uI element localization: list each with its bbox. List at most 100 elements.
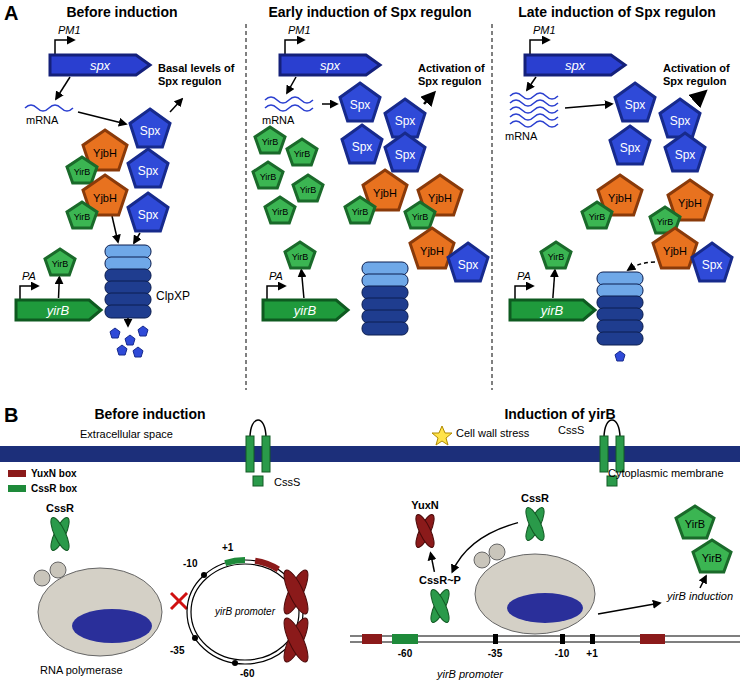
shape-fill bbox=[285, 242, 315, 268]
mrna-strand bbox=[265, 105, 313, 111]
connector bbox=[431, 553, 435, 572]
kinase-domain bbox=[253, 476, 263, 486]
yuxN-monomer bbox=[280, 615, 313, 664]
shape-label: YirB bbox=[52, 260, 69, 269]
clpxp-ring bbox=[105, 293, 151, 306]
shape-fill bbox=[676, 506, 714, 538]
shape-label: Spx bbox=[395, 149, 416, 161]
shape-label: YirB bbox=[262, 138, 279, 147]
shape-label: YjbH bbox=[678, 198, 702, 209]
promoter-arrow bbox=[515, 286, 533, 300]
arrow bbox=[424, 93, 434, 104]
subunit bbox=[34, 570, 50, 586]
dimer-shape bbox=[410, 511, 440, 551]
shape-fill bbox=[130, 109, 170, 147]
shape-label: Spx bbox=[670, 115, 691, 127]
shape-fill bbox=[50, 55, 150, 75]
legend-text: CssR box bbox=[31, 483, 77, 494]
text-label: PA bbox=[22, 270, 36, 283]
clpxp-ring bbox=[597, 332, 643, 345]
process-arrows bbox=[56, 77, 706, 614]
element-mark bbox=[590, 634, 595, 644]
protein-label: CssR~P bbox=[419, 574, 461, 586]
cssR-box bbox=[225, 560, 245, 563]
text-label: yirB promoter bbox=[437, 668, 503, 681]
shape-fill bbox=[693, 540, 731, 572]
shape-label: Spx bbox=[620, 142, 641, 154]
yirb-protein: YirB bbox=[676, 506, 714, 538]
text-label: mRNA bbox=[26, 114, 58, 127]
yirb-protein: YirB bbox=[253, 162, 283, 188]
text-label: B bbox=[4, 404, 18, 427]
promoter-arrow bbox=[530, 40, 549, 55]
arrow bbox=[127, 318, 129, 326]
shape-label: YirB bbox=[260, 173, 277, 182]
element-mark bbox=[192, 635, 198, 641]
legend-row: CssR box bbox=[8, 483, 77, 494]
shape-fill bbox=[340, 83, 380, 121]
shape-fill bbox=[128, 193, 168, 231]
dimer-shape bbox=[45, 514, 75, 554]
shape-fill bbox=[67, 202, 97, 228]
shape-fill bbox=[385, 133, 425, 171]
shape-label: YirB bbox=[412, 213, 429, 222]
text-label: yirB promoter bbox=[215, 606, 275, 618]
arrow bbox=[696, 92, 705, 100]
spx-protein: Spx bbox=[665, 133, 705, 171]
yirb-protein: YirB bbox=[405, 202, 435, 228]
text-label: A bbox=[4, 2, 18, 25]
monomer bbox=[412, 512, 437, 549]
text-label: Cytoplasmic membrane bbox=[608, 467, 724, 480]
promoter-arrow bbox=[20, 286, 38, 300]
divider bbox=[246, 24, 247, 390]
shape-fill bbox=[255, 127, 285, 153]
arrow bbox=[598, 603, 660, 614]
rna-polymerase-right bbox=[474, 544, 595, 634]
clpxp-ring bbox=[105, 245, 151, 258]
text-label: Before induction bbox=[94, 406, 205, 422]
text-label: ClpXP bbox=[156, 290, 190, 304]
shape-label: yirB bbox=[541, 304, 563, 317]
cssr-dimer: CssR~P bbox=[419, 574, 461, 626]
dimer-shape bbox=[425, 586, 455, 626]
shape-label: yirB bbox=[47, 304, 69, 317]
shape-fill bbox=[653, 228, 697, 268]
shape-fill bbox=[615, 83, 655, 121]
shape-label: Spx bbox=[138, 209, 159, 221]
cssr-dimer: CssR bbox=[520, 492, 550, 544]
dna-strand bbox=[191, 564, 299, 660]
shape-fill bbox=[253, 162, 283, 188]
text-label: -35 bbox=[170, 645, 184, 657]
gene-arrow: spx bbox=[525, 55, 625, 75]
loop bbox=[250, 420, 266, 438]
connector bbox=[553, 270, 555, 298]
connector bbox=[301, 270, 304, 298]
yirb-protein: YirB bbox=[255, 127, 285, 153]
shape-fill bbox=[280, 55, 380, 75]
spx-fragment bbox=[133, 347, 143, 357]
shape-label: YirB bbox=[300, 186, 317, 195]
arrow bbox=[565, 104, 612, 108]
spx-protein: Spx bbox=[448, 243, 488, 281]
legend-text: YuxN box bbox=[31, 468, 77, 479]
yirb-protein: YirB bbox=[287, 139, 317, 165]
subunit bbox=[489, 544, 505, 560]
shape-label: yirB bbox=[294, 304, 316, 317]
arrow bbox=[56, 77, 70, 99]
shape-label: Spx bbox=[395, 115, 416, 127]
yirb-protein: YirB bbox=[45, 249, 75, 275]
text-label: Induction of yirB bbox=[504, 406, 615, 422]
protein-label: CssR bbox=[46, 502, 74, 514]
cross-stroke bbox=[171, 593, 187, 609]
yirb-protein: YirB bbox=[67, 157, 97, 183]
spx-protein: Spx bbox=[128, 193, 168, 231]
monomer bbox=[47, 515, 72, 552]
shape-fill bbox=[263, 300, 348, 320]
monomer bbox=[427, 587, 452, 624]
text-label: -60 bbox=[240, 668, 254, 680]
shape-fill bbox=[610, 126, 650, 164]
shape-fill bbox=[405, 202, 435, 228]
text-label: Cell wall stress bbox=[456, 427, 529, 440]
clpxp-ring bbox=[597, 320, 643, 333]
